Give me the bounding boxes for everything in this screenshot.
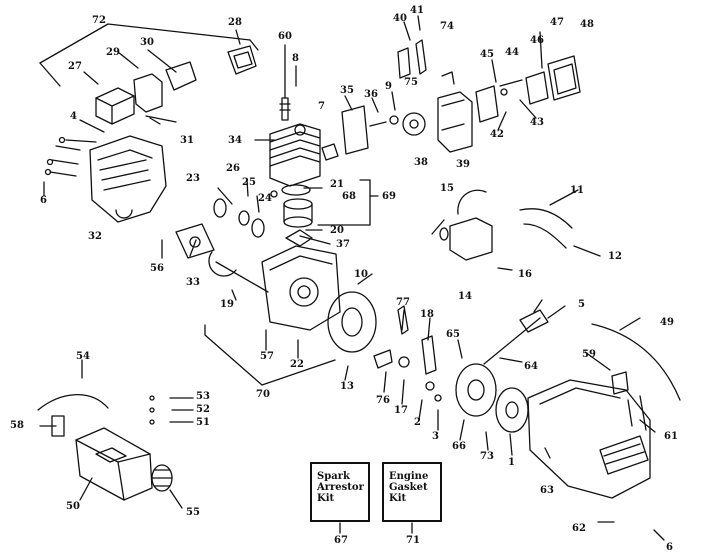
callout-35: 35	[340, 85, 354, 96]
callout-63: 63	[540, 485, 554, 496]
callout-76: 76	[376, 395, 390, 406]
callout-41: 41	[410, 5, 424, 16]
callout-11: 11	[570, 185, 584, 196]
callout-77: 77	[396, 297, 410, 308]
kit-label-line: Engine	[389, 471, 429, 482]
callout-42: 42	[490, 129, 504, 140]
callout-55: 55	[186, 507, 200, 518]
callout-6-lower: 6	[666, 542, 673, 553]
callout-5: 5	[578, 299, 585, 310]
callout-40: 40	[393, 13, 407, 24]
callout-61: 61	[664, 431, 678, 442]
callout-28: 28	[228, 17, 242, 28]
callout-25: 25	[242, 177, 256, 188]
callout-54: 54	[76, 351, 90, 362]
callout-50: 50	[66, 501, 80, 512]
callout-36: 36	[364, 89, 378, 100]
callout-29: 29	[106, 47, 120, 58]
callout-7: 7	[318, 101, 325, 112]
callout-18: 18	[420, 309, 434, 320]
engine-gasket-kit-box: Engine Gasket Kit	[382, 462, 442, 522]
callout-73: 73	[480, 451, 494, 462]
callout-69: 69	[382, 191, 396, 202]
callout-1: 1	[508, 457, 515, 468]
callout-38: 38	[414, 157, 428, 168]
callout-66: 66	[452, 441, 466, 452]
callout-17: 17	[394, 405, 408, 416]
kit-label-line: Arrestor	[317, 482, 364, 493]
callout-65: 65	[446, 329, 460, 340]
callout-23: 23	[186, 173, 200, 184]
callout-37: 37	[336, 239, 350, 250]
callout-68: 68	[342, 191, 356, 202]
callout-67: 67	[334, 535, 348, 546]
callout-48: 48	[580, 19, 594, 30]
callout-51: 51	[196, 417, 210, 428]
callout-32: 32	[88, 231, 102, 242]
spark-arrestor-kit-box: Spark Arrestor Kit	[310, 462, 370, 522]
callout-39: 39	[456, 159, 470, 170]
callout-43: 43	[530, 117, 544, 128]
callout-72: 72	[92, 15, 106, 26]
callout-2: 2	[414, 417, 421, 428]
callout-27: 27	[68, 61, 82, 72]
callout-58: 58	[10, 420, 24, 431]
callout-44: 44	[505, 47, 519, 58]
callout-57: 57	[260, 351, 274, 362]
callout-75: 75	[404, 77, 418, 88]
callout-16: 16	[518, 269, 532, 280]
callout-9: 9	[385, 81, 392, 92]
callout-52: 52	[196, 404, 210, 415]
parts	[37, 39, 681, 501]
kit-label-line: Kit	[389, 493, 407, 504]
callout-12: 12	[608, 251, 622, 262]
callout-10: 10	[354, 269, 368, 280]
callout-59: 59	[582, 349, 596, 360]
callout-3: 3	[432, 431, 439, 442]
callout-4: 4	[70, 111, 77, 122]
callout-19: 19	[220, 299, 234, 310]
callout-56: 56	[150, 263, 164, 274]
callout-74: 74	[440, 21, 454, 32]
callout-8: 8	[292, 53, 299, 64]
callout-21: 21	[330, 179, 344, 190]
callout-31: 31	[180, 135, 194, 146]
kit-label-line: Kit	[317, 493, 335, 504]
callout-14: 14	[458, 291, 472, 302]
callout-64: 64	[524, 361, 538, 372]
callout-24: 24	[258, 193, 272, 204]
callout-60: 60	[278, 31, 292, 42]
callout-45: 45	[480, 49, 494, 60]
callout-6: 6	[40, 195, 47, 206]
callout-30: 30	[140, 37, 154, 48]
callout-26: 26	[226, 163, 240, 174]
kit-label-line: Spark	[317, 471, 350, 482]
kit-label-line: Gasket	[389, 482, 428, 493]
callout-47: 47	[550, 17, 564, 28]
callout-71: 71	[406, 535, 420, 546]
callout-33: 33	[186, 277, 200, 288]
callout-46: 46	[530, 35, 544, 46]
callout-15: 15	[440, 183, 454, 194]
callout-62: 62	[572, 523, 586, 534]
callout-22: 22	[290, 359, 304, 370]
callout-70: 70	[256, 389, 270, 400]
callout-13: 13	[340, 381, 354, 392]
callout-49: 49	[660, 317, 674, 328]
callout-34: 34	[228, 135, 242, 146]
callout-53: 53	[196, 391, 210, 402]
leader-lines	[39, 15, 665, 541]
callout-20: 20	[330, 225, 344, 236]
